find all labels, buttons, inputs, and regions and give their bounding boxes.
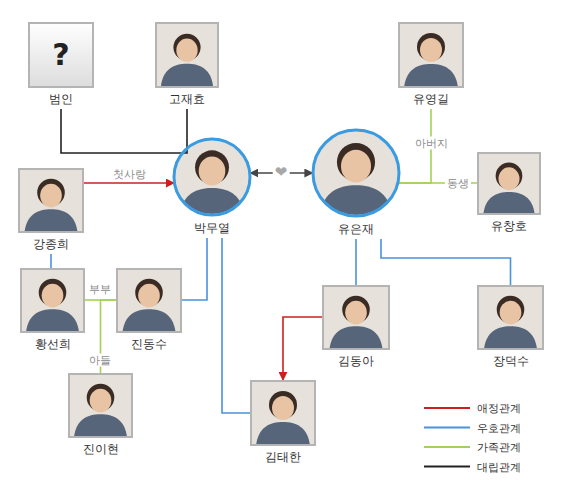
character-photo: 강종희 (18, 168, 84, 251)
portrait (68, 373, 133, 438)
character-name: 황선희 (35, 337, 71, 351)
portrait (19, 168, 84, 233)
character-name: 박무열 (194, 221, 230, 235)
unknown-ground (28, 22, 94, 88)
ring (174, 139, 250, 215)
legend-text: 가족관계 (477, 441, 521, 454)
relation-label: 동생 (445, 177, 471, 190)
character-name: 김태한 (265, 450, 301, 464)
portrait-ring (311, 128, 401, 218)
portrait-frame (477, 285, 544, 350)
relation-line (84, 182, 174, 184)
relation-label: 아들 (87, 354, 113, 367)
portrait-frame (18, 168, 84, 233)
portrait-frame (477, 152, 541, 215)
portrait (324, 285, 389, 350)
portrait-frame (322, 285, 390, 350)
portrait-frame (250, 380, 316, 446)
relation-line (50, 254, 52, 268)
character-name: 강종희 (33, 237, 69, 251)
character-photo: 진이현 (68, 373, 133, 456)
legend-sample (424, 407, 470, 409)
character-photo: 장덕수 (477, 285, 544, 368)
ring-outline (311, 128, 401, 218)
unknown-mark: ? (52, 40, 69, 70)
relation-line (222, 238, 250, 413)
relation-label: ❤ (273, 166, 290, 179)
portrait (478, 152, 541, 215)
portrait-frame (20, 268, 85, 333)
portrait-ring (172, 137, 252, 217)
portrait (117, 268, 182, 333)
character-name: 고재효 (169, 92, 205, 106)
character-name: 장덕수 (493, 354, 529, 368)
character-photo: 진동수 (116, 268, 182, 351)
character-name: 김동아 (338, 354, 374, 368)
relation-line (182, 238, 207, 300)
portrait-frame (155, 22, 219, 88)
character-photo: 유창호 (477, 152, 541, 233)
relation-line (182, 109, 187, 153)
portrait-frame (116, 268, 182, 333)
character-name: 범인 (49, 92, 73, 106)
character-photo: 고재효 (155, 22, 219, 106)
relation-line (61, 109, 182, 153)
relation-label: 첫사랑 (111, 168, 148, 181)
character-photo: 김태한 (250, 380, 316, 464)
ring-outline (172, 137, 252, 217)
portrait (155, 23, 219, 87)
character-name: 유은재 (338, 222, 374, 236)
portrait (398, 22, 464, 88)
character-photo: 유영길 (398, 22, 464, 106)
portrait (250, 380, 316, 446)
portrait (172, 137, 252, 217)
relation-label: 아버지 (413, 137, 450, 150)
character-circle: 박무열 (172, 137, 252, 235)
character-name: 진동수 (131, 337, 167, 351)
legend-text: 우호관계 (477, 421, 521, 434)
portrait (478, 285, 543, 350)
relation-line (283, 317, 322, 380)
character-name: 유영길 (413, 92, 449, 106)
portrait (20, 268, 85, 333)
character-name: 진이현 (83, 442, 119, 456)
legend-text: 애정관계 (477, 402, 521, 415)
relation-line (381, 239, 511, 285)
portrait-frame (68, 373, 133, 438)
character-name: 유창호 (491, 219, 527, 233)
unknown-box: ? 범인 (28, 22, 94, 106)
legend-sample (424, 427, 470, 429)
character-circle: 유은재 (311, 128, 401, 236)
character-photo: 김동아 (322, 285, 390, 368)
legend-text: 대립관계 (477, 460, 521, 473)
character-photo: 황선희 (20, 268, 85, 351)
portrait (311, 128, 401, 218)
portrait-frame: ? (28, 22, 94, 88)
portrait-frame (398, 22, 464, 88)
legend-sample (424, 466, 470, 468)
relation-label: 부부 (87, 283, 113, 296)
relation-line (355, 239, 357, 285)
ring (313, 130, 399, 216)
legend-sample (424, 446, 470, 448)
